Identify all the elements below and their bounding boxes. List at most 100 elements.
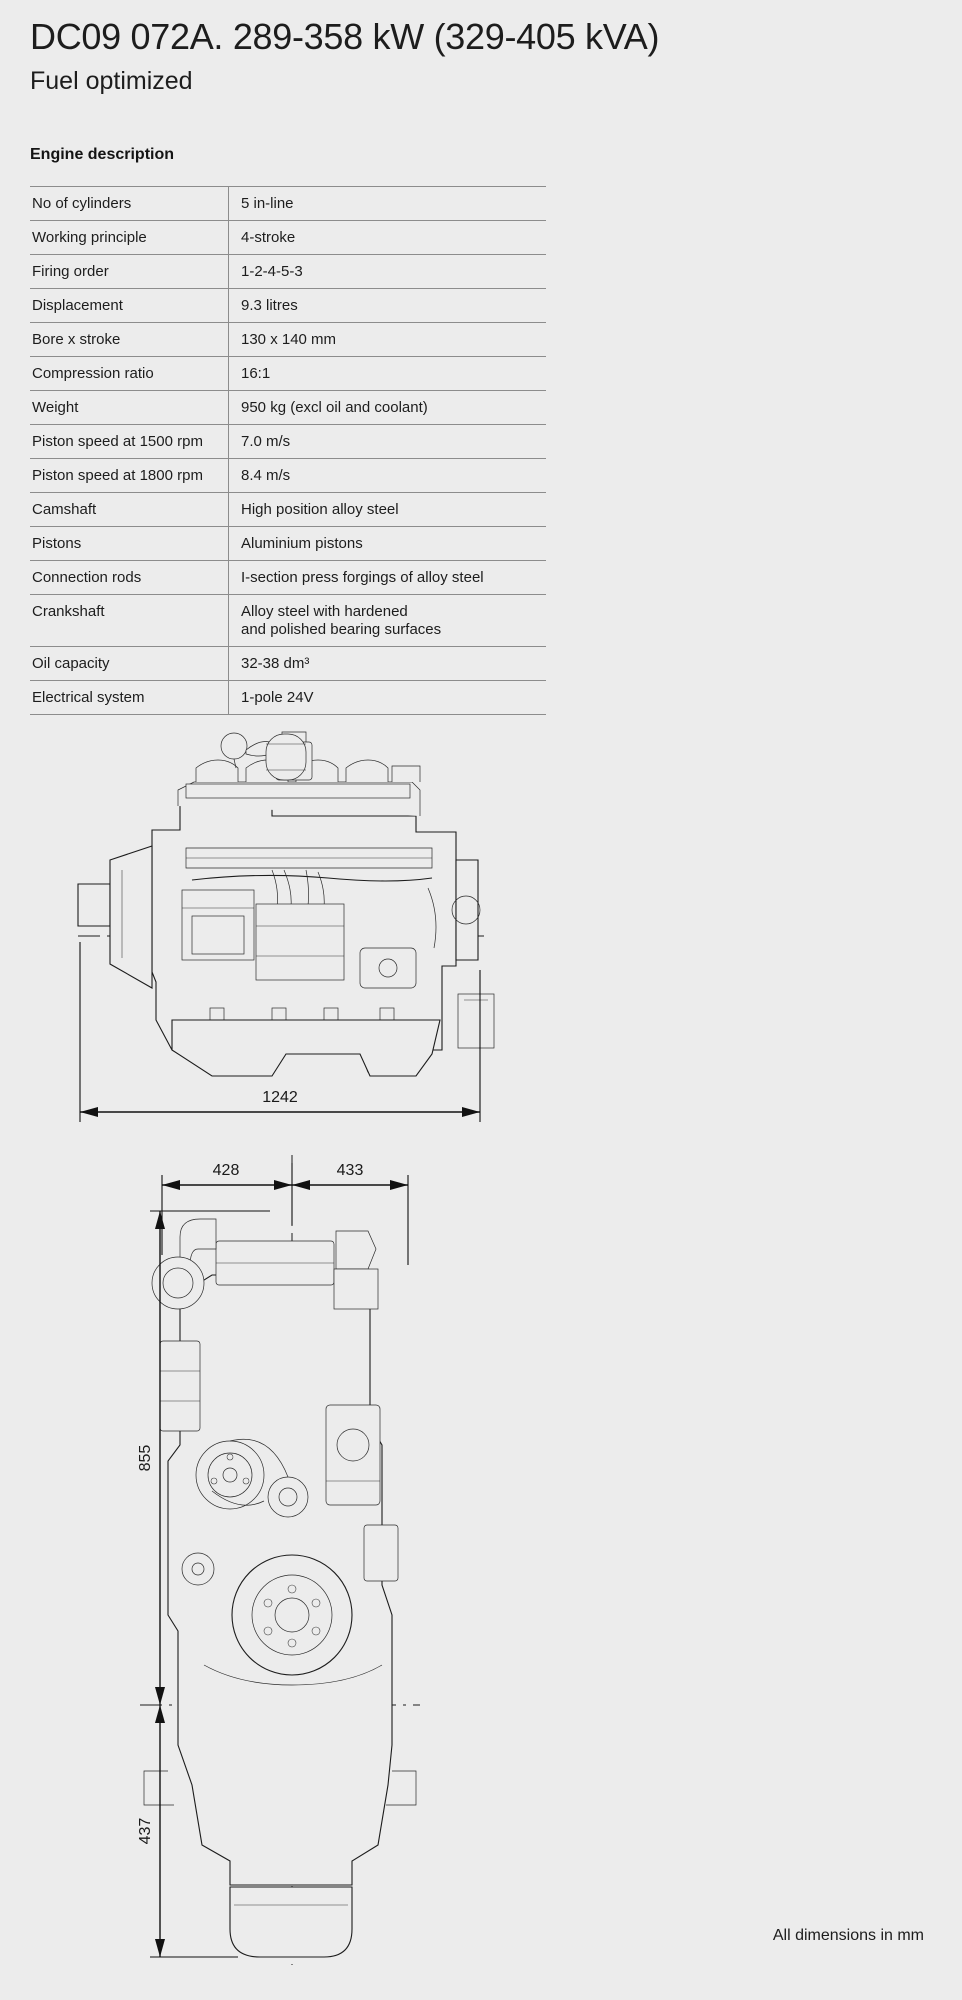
dimensions-footnote: All dimensions in mm xyxy=(772,1927,924,1944)
spec-value: Alloy steel with hardened and polished b… xyxy=(229,595,547,647)
spec-value: High position alloy steel xyxy=(241,501,399,518)
spec-label: Crankshaft xyxy=(30,594,229,647)
spec-label: Working principle xyxy=(30,220,229,255)
table-row: Pistons Aluminium pistons xyxy=(30,526,546,561)
starter-solenoid xyxy=(378,958,398,978)
spec-label: Piston speed at 1500 rpm xyxy=(30,424,229,459)
alternator-bolt-3 xyxy=(210,1477,218,1485)
dim-arrow-433-left xyxy=(292,1180,310,1190)
spec-label: Compression ratio xyxy=(30,356,229,391)
rocker-cover-band xyxy=(185,783,411,799)
alternator-bolt-2 xyxy=(242,1477,250,1485)
table-row: Connection rods I-section press forgings… xyxy=(30,560,546,595)
spec-label: Connection rods xyxy=(30,560,229,595)
damper-bolt-2 xyxy=(311,1598,321,1608)
dimension-1242: 1242 xyxy=(79,942,481,1122)
tensioner-pulley xyxy=(181,1552,215,1586)
accessory-right xyxy=(363,1524,399,1582)
table-row: Piston speed at 1800 rpm 8.4 m/s xyxy=(30,458,546,493)
mounting-foot-left xyxy=(143,1770,174,1806)
dim-arrow-437-bottom xyxy=(155,1939,165,1957)
dimension-label-855: 855 xyxy=(137,1445,154,1472)
alternator xyxy=(195,1440,265,1510)
turbocharger-body xyxy=(265,733,307,781)
mounting-foot-right xyxy=(386,1770,417,1806)
starter-motor xyxy=(359,947,417,989)
dim-arrow-855-top xyxy=(155,1211,165,1229)
spec-value: 8.4 m/s xyxy=(241,467,291,484)
spec-label: Displacement xyxy=(30,288,229,323)
spec-label: No of cylinders xyxy=(30,186,229,221)
damper-inner-ring xyxy=(251,1574,333,1656)
table-row: Bore x stroke 130 x 140 mm xyxy=(30,322,546,357)
dimension-428-433: 428 433 xyxy=(161,1162,409,1265)
dimension-label-433: 433 xyxy=(337,1162,364,1179)
dipstick xyxy=(427,887,437,949)
table-row: Compression ratio 16:1 xyxy=(30,356,546,391)
damper-bolt-1 xyxy=(287,1584,297,1594)
table-body: No of cylinders 5 in-line Working princi… xyxy=(30,186,547,715)
water-pump-bore xyxy=(336,1428,370,1462)
oil-cooler-housing xyxy=(255,903,345,981)
spec-value: 1-pole 24V xyxy=(241,689,314,706)
water-pump-housing xyxy=(325,1404,381,1506)
spec-value: 4-stroke xyxy=(241,229,296,246)
table-row: Oil capacity 32-38 dm³ xyxy=(30,646,546,681)
table-row: Firing order 1-2-4-5-3 xyxy=(30,254,546,289)
spec-value: 950 kg (excl oil and coolant) xyxy=(241,399,428,416)
dimension-label-428: 428 xyxy=(213,1162,240,1179)
spec-value: 130 x 140 mm xyxy=(241,331,337,348)
engine-front-view-svg: 428 433 xyxy=(137,1155,420,1965)
page-subtitle: Fuel optimized xyxy=(30,67,193,95)
dimension-label-1242: 1242 xyxy=(262,1089,298,1106)
alternator-hub xyxy=(222,1467,238,1483)
damper-bolt-4 xyxy=(287,1638,297,1648)
dimension-437: 437 xyxy=(137,1705,238,1958)
front-bracket xyxy=(457,993,495,1049)
engine-side-view-svg: 1242 xyxy=(77,731,495,1122)
spec-value: 9.3 litres xyxy=(241,297,298,314)
dimension-label-437: 437 xyxy=(137,1818,154,1845)
spec-label: Piston speed at 1800 rpm xyxy=(30,458,229,493)
tensioner-hub xyxy=(191,1562,205,1576)
spec-value: 16:1 xyxy=(241,365,271,382)
damper-bolt-5 xyxy=(263,1626,273,1636)
oil-filler-neck xyxy=(233,758,237,769)
fuel-filter-label xyxy=(191,915,245,955)
table-row: Piston speed at 1500 rpm 7.0 m/s xyxy=(30,424,546,459)
accessory-block-left xyxy=(159,1340,201,1432)
table-row: Camshaft High position alloy steel xyxy=(30,492,546,527)
crank-pulley xyxy=(451,895,481,925)
flywheel-stub xyxy=(77,883,111,927)
table-row: No of cylinders 5 in-line xyxy=(30,186,546,221)
front-cover xyxy=(455,859,479,961)
spec-value: 5 in-line xyxy=(241,195,294,212)
spec-value: 1-2-4-5-3 xyxy=(241,263,303,280)
crankshaft-damper xyxy=(231,1554,353,1676)
header: DC09 072A. 289-358 kW (329-405 kVA) Fuel… xyxy=(30,14,950,98)
spec-value: I-section press forgings of alloy steel xyxy=(241,569,484,586)
engine-side-view-drawing: 1242 xyxy=(60,720,500,1140)
spec-label: Electrical system xyxy=(30,680,229,715)
idler-pulley xyxy=(267,1476,309,1518)
dim-arrow-left xyxy=(80,1107,98,1117)
spec-label: Oil capacity xyxy=(30,646,229,681)
dim-arrow-437-top xyxy=(155,1705,165,1723)
exhaust-outlet xyxy=(333,1268,379,1310)
spec-value: 32-38 dm³ xyxy=(241,655,310,672)
spec-label: Camshaft xyxy=(30,492,229,527)
turbo-housing-front xyxy=(335,1230,377,1270)
spec-label: Bore x stroke xyxy=(30,322,229,357)
table-row: Electrical system 1-pole 24V xyxy=(30,680,546,715)
spec-label: Pistons xyxy=(30,526,229,561)
cylinder-cover-1 xyxy=(195,759,239,782)
drive-belt xyxy=(211,1438,289,1506)
dimension-855: 855 xyxy=(137,1210,270,1705)
air-inlet-bore xyxy=(162,1267,194,1299)
oil-filler-cap xyxy=(220,732,248,760)
dim-arrow-855-bottom xyxy=(155,1687,165,1705)
front-plate-edge xyxy=(203,1664,383,1686)
cylinder-cover-4 xyxy=(345,759,389,782)
spec-value: 7.0 m/s xyxy=(241,433,291,450)
